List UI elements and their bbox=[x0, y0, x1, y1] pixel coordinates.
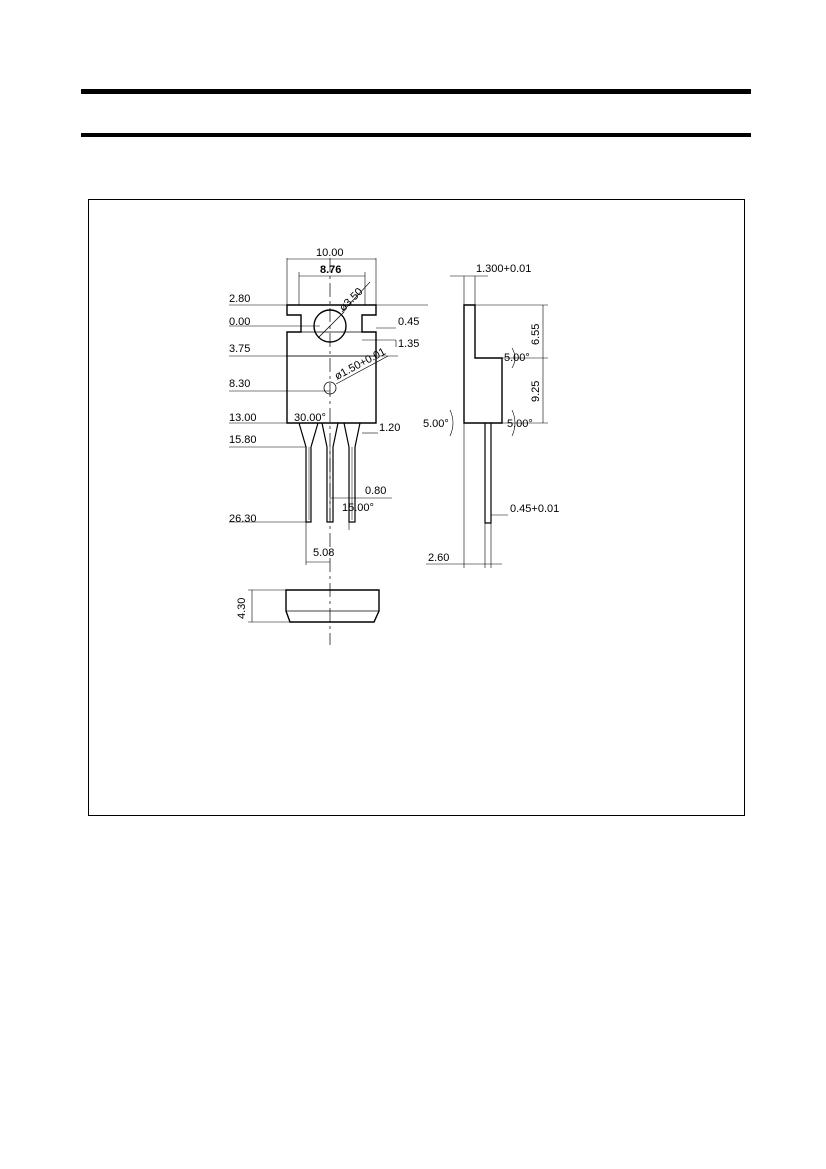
dim-tab-height: 6.55 bbox=[530, 324, 542, 345]
dim-angle-5a: 5.00° bbox=[504, 352, 530, 364]
dim-y-1580: 15.80 bbox=[229, 434, 257, 446]
dim-y-830: 8.30 bbox=[229, 378, 250, 390]
front-body-outline bbox=[286, 304, 377, 424]
dim-pitch: 5.08 bbox=[313, 547, 334, 559]
bottom-body-outline bbox=[285, 589, 380, 623]
side-view bbox=[426, 275, 548, 568]
dim-y-2630: 26.30 bbox=[229, 513, 257, 525]
front-leads bbox=[298, 422, 361, 523]
dim-y-1300: 13.00 bbox=[229, 412, 257, 424]
dim-angle-5c: 5.00° bbox=[507, 418, 533, 430]
dim-y-375: 3.75 bbox=[229, 343, 250, 355]
dim-tab-thickness: 1.300+0.01 bbox=[476, 263, 531, 275]
dim-lead-thickness: 0.45+0.01 bbox=[510, 503, 559, 515]
dim-y-280: 2.80 bbox=[229, 293, 250, 305]
side-tab-outline bbox=[463, 304, 503, 424]
dim-lead-width: 0.80 bbox=[365, 485, 386, 497]
dim-notch: 0.45 bbox=[398, 316, 419, 328]
dim-hole-dia: ø3.50 bbox=[337, 286, 365, 314]
dimension-labels: 10.00 8.76 ø3.50 2.80 0.00 0.45 1.35 3.7… bbox=[229, 247, 559, 619]
header-rule-bottom bbox=[81, 133, 751, 137]
dim-angle-5b: 5.00° bbox=[423, 418, 449, 430]
dim-thickness-body: 4.30 bbox=[236, 598, 248, 619]
dim-lead-step: 1.20 bbox=[379, 422, 400, 434]
dim-side-thickness: 2.60 bbox=[428, 552, 449, 564]
dim-notch-depth: 1.35 bbox=[398, 338, 419, 350]
dim-tab-width: 8.76 bbox=[320, 264, 341, 276]
dim-body-width: 10.00 bbox=[316, 247, 344, 259]
drawing-frame bbox=[88, 199, 745, 816]
dim-y-000: 0.00 bbox=[229, 316, 250, 328]
bottom-view bbox=[248, 589, 380, 623]
dim-angle-15: 15.00° bbox=[342, 502, 374, 514]
front-view bbox=[229, 258, 428, 645]
dim-body-height: 9.25 bbox=[530, 381, 542, 402]
header-rule-top bbox=[81, 89, 751, 94]
side-lead-outline bbox=[484, 423, 492, 524]
dim-small-hole: ø1.50+0.01 bbox=[333, 346, 388, 383]
dim-angle-30: 30.00° bbox=[294, 412, 326, 424]
